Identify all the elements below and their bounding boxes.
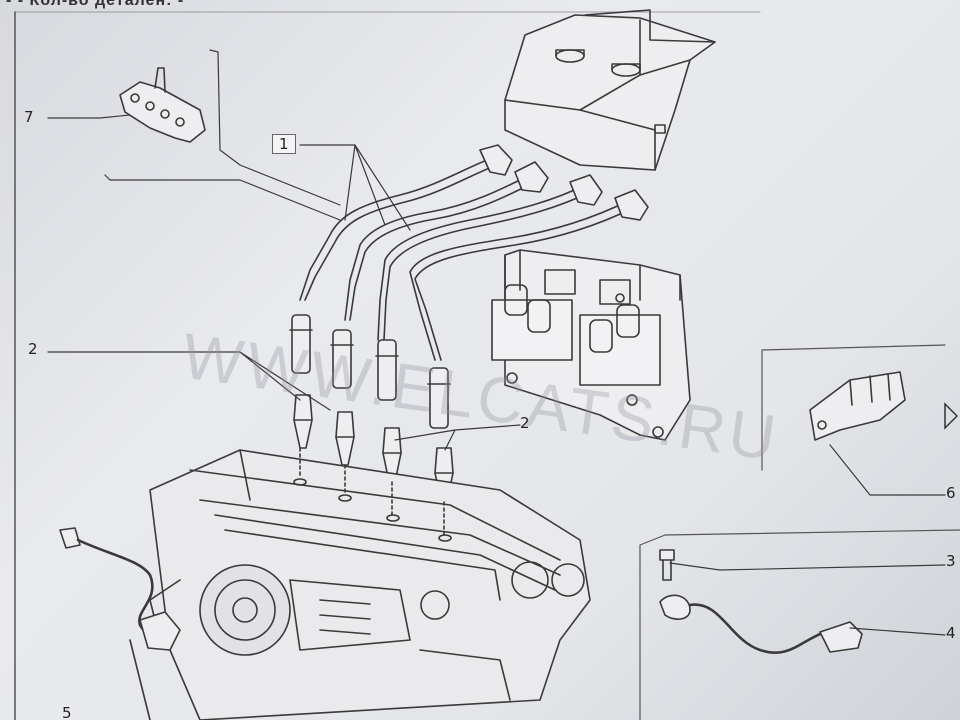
part-6-bracket: [761, 344, 946, 471]
callout-5[interactable]: 5: [62, 704, 72, 720]
part-3-4-sensor: [639, 529, 960, 720]
callout-2-left[interactable]: 2: [28, 340, 38, 358]
ignition-wires: [289, 144, 649, 429]
header-caption: - - Кол-во детален: -: [6, 0, 185, 9]
callout-2-right[interactable]: 2: [520, 414, 530, 432]
callout-6[interactable]: 6: [946, 484, 956, 502]
part-7-connector: [119, 67, 206, 143]
triangle-right-icon[interactable]: [944, 402, 958, 430]
part-5-sensor-cable: [59, 527, 181, 720]
coil-cover: [504, 9, 716, 171]
callout-1[interactable]: 1: [272, 134, 296, 154]
callout-7[interactable]: 7: [24, 108, 34, 126]
callout-4[interactable]: 4: [946, 624, 956, 642]
engine-block: [149, 447, 591, 720]
callout-3[interactable]: 3: [946, 552, 956, 570]
coil-pack: [491, 249, 691, 441]
leader-lines: [47, 49, 946, 636]
